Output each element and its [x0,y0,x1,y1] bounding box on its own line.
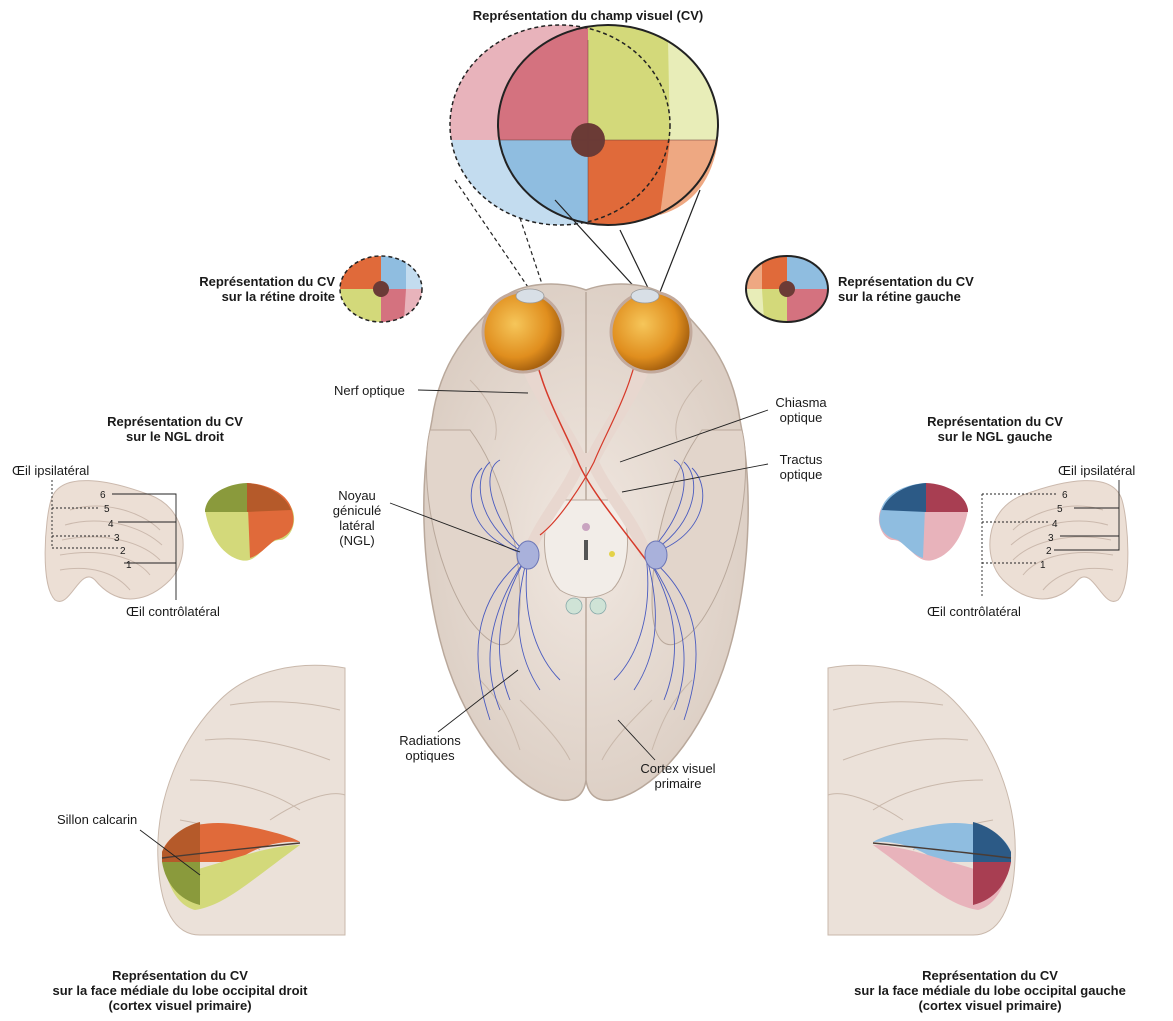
chiasm-label-line1: Chiasma [770,395,832,410]
right-lgn-diagram [45,481,294,602]
layer-6: 6 [1062,490,1068,501]
left-cortex-title-line3: (cortex visuel primaire) [815,998,1165,1013]
left-contralateral-label: Œil contrôlatéral [927,604,1021,619]
primary-cortex-label-line2: primaire [632,776,724,791]
lgn-label-line1: Noyau [322,488,392,503]
layer-2: 2 [1046,546,1052,557]
visual-field-title: Représentation du champ visuel (CV) [430,8,746,23]
left-lgn-diagram [879,481,1128,602]
layer-6: 6 [100,490,106,501]
right-retina-diagram [340,256,424,322]
layer-3: 3 [1048,533,1054,544]
left-cortex-title-line1: Représentation du CV [815,968,1165,983]
right-ipsilateral-label: Œil ipsilatéral [12,463,89,478]
layer-3: 3 [114,533,120,544]
lgn-label-line4: (NGL) [322,533,392,548]
radiations-label-line2: optiques [388,748,472,763]
layer-5: 5 [104,504,110,515]
right-cortex-title-line1: Représentation du CV [10,968,350,983]
primary-cortex-label: Cortex visuel primaire [632,761,724,791]
right-retina-title-line2: sur la rétine droite [155,289,335,304]
lgn-label-line3: latéral [322,518,392,533]
right-medial-occipital [158,665,345,935]
right-lgn-title-line2: sur le NGL droit [80,429,270,444]
optic-tract-label-line2: optique [770,467,832,482]
radiations-label: Radiations optiques [388,733,472,763]
right-lgn-title-line1: Représentation du CV [80,414,270,429]
optic-tract-label: Tractus optique [770,452,832,482]
brain-inferior-view [424,284,748,800]
left-retina-diagram [744,256,828,322]
left-lgn-title-line2: sur le NGL gauche [900,429,1090,444]
left-retina-title-line1: Représentation du CV [838,274,1018,289]
left-medial-occipital [828,665,1015,935]
layer-1: 1 [1040,560,1046,571]
radiations-label-line1: Radiations [388,733,472,748]
left-ipsilateral-label: Œil ipsilatéral [1058,463,1135,478]
visual-field-diagram [440,20,728,240]
layer-4: 4 [108,519,114,530]
chiasm-label: Chiasma optique [770,395,832,425]
right-lgn-title: Représentation du CV sur le NGL droit [80,414,270,444]
calcarine-label: Sillon calcarin [57,812,137,827]
left-lgn-title-line1: Représentation du CV [900,414,1090,429]
left-cortex-title-line2: sur la face médiale du lobe occipital ga… [815,983,1165,998]
layer-5: 5 [1057,504,1063,515]
left-retina-title-line2: sur la rétine gauche [838,289,1018,304]
right-cortex-title: Représentation du CV sur la face médiale… [10,968,350,1013]
primary-cortex-label-line1: Cortex visuel [632,761,724,776]
left-lgn-title: Représentation du CV sur le NGL gauche [900,414,1090,444]
right-retina-title-line1: Représentation du CV [155,274,335,289]
right-contralateral-label: Œil contrôlatéral [126,604,220,619]
right-cortex-title-line3: (cortex visuel primaire) [10,998,350,1013]
right-retina-title: Représentation du CV sur la rétine droit… [155,274,335,304]
right-cortex-title-line2: sur la face médiale du lobe occipital dr… [10,983,350,998]
lgn-label-line2: géniculé [322,503,392,518]
optic-nerve-label: Nerf optique [334,383,405,398]
layer-4: 4 [1052,519,1058,530]
layer-1: 1 [126,560,132,571]
layer-2: 2 [120,546,126,557]
lgn-label: Noyau géniculé latéral (NGL) [322,488,392,548]
left-retina-title: Représentation du CV sur la rétine gauch… [838,274,1018,304]
chiasm-label-line2: optique [770,410,832,425]
optic-tract-label-line1: Tractus [770,452,832,467]
left-cortex-title: Représentation du CV sur la face médiale… [815,968,1165,1013]
